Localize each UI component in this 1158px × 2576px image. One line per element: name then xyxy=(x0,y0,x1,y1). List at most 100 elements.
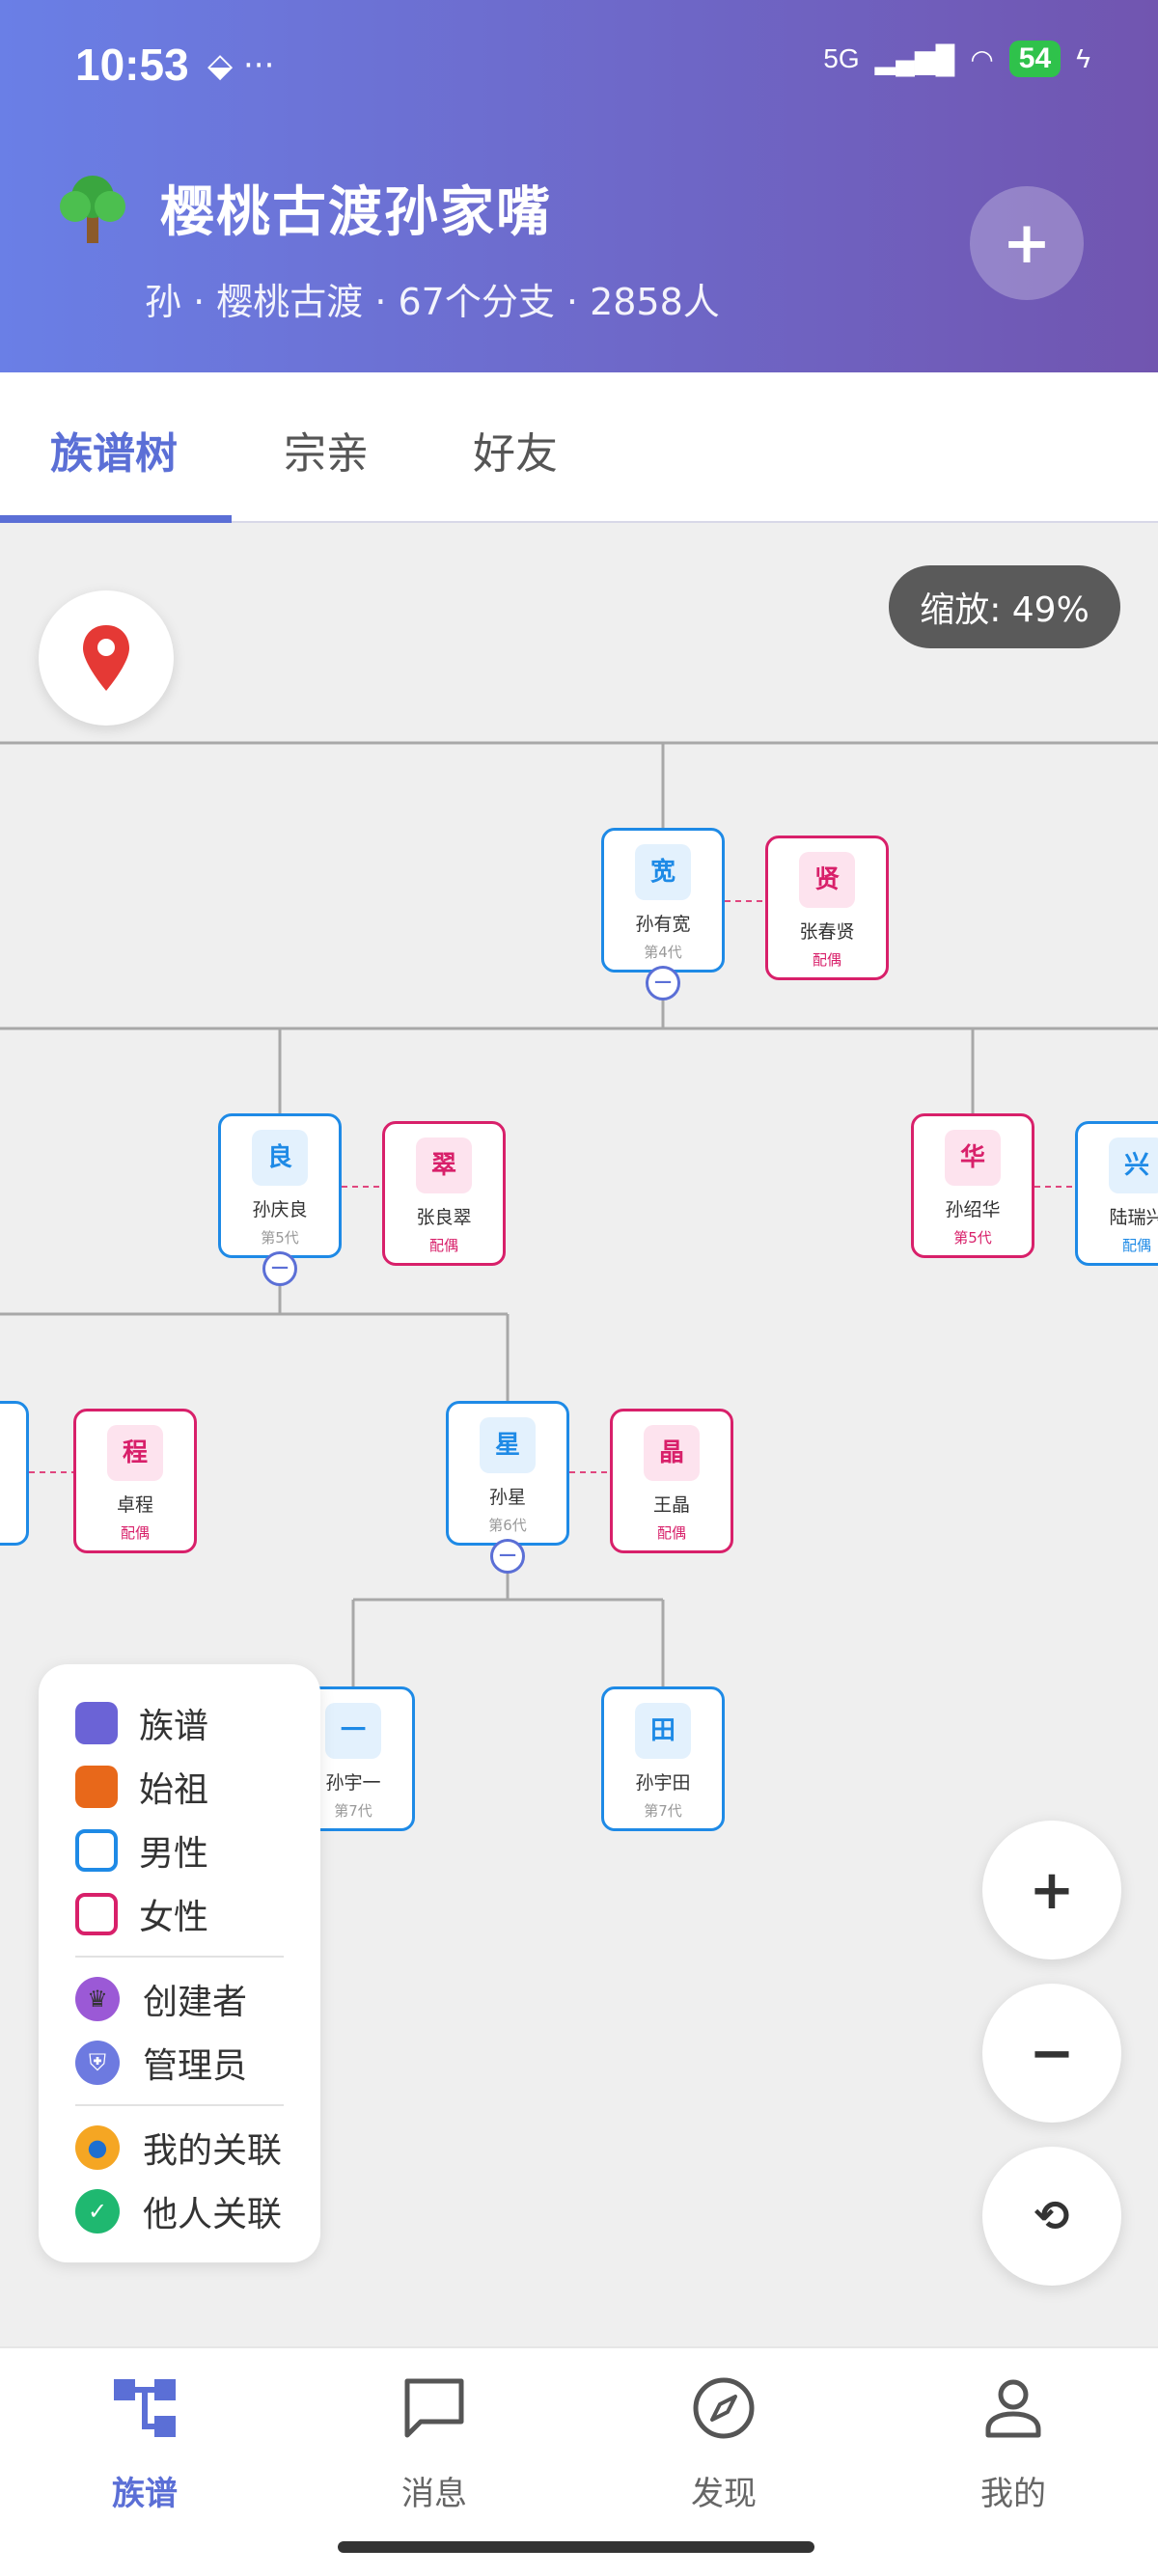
reset-view-button[interactable]: ⟲ xyxy=(982,2147,1121,2286)
collapse-button[interactable]: − xyxy=(646,966,680,1000)
family-title: 樱桃古渡孙家嘴 xyxy=(160,181,552,244)
person-icon: ● xyxy=(75,2125,120,2170)
member-generation: 第4代 xyxy=(644,944,682,961)
family-title-row: 樱桃古渡孙家嘴 xyxy=(54,169,552,247)
network-label: 5G xyxy=(823,43,860,73)
genealogy-tree-icon xyxy=(114,2379,176,2437)
member-avatar: 田 xyxy=(635,1703,691,1759)
member-avatar: 良 xyxy=(252,1130,308,1186)
legend-item-female: 女性 xyxy=(75,1882,320,1946)
female-swatch xyxy=(75,1893,118,1935)
legend-item-admin: ⛨ 管理员 xyxy=(75,2031,320,2095)
member-name: 陆瑞兴 xyxy=(1109,1207,1158,1228)
tab-friends[interactable]: 好友 xyxy=(473,429,558,479)
legend-label: 女性 xyxy=(139,1898,209,1937)
bottom-navigation: 族谱 消息 发现 我的 xyxy=(0,2346,1158,2576)
compass-icon xyxy=(693,2377,755,2439)
member-node[interactable]: 宽 孙有宽 第4代 xyxy=(601,828,725,973)
nav-label: 族谱 xyxy=(112,2475,178,2513)
nav-discover[interactable]: 发现 xyxy=(627,2373,820,2514)
charging-icon: ϟ xyxy=(1076,43,1090,73)
member-node[interactable]: 一 孙宇一 第7代 xyxy=(291,1686,415,1831)
zoom-out-button[interactable]: − xyxy=(982,1984,1121,2123)
member-relation: 配偶 xyxy=(656,1524,686,1542)
collapse-button[interactable]: − xyxy=(490,1539,525,1574)
legend-item-male: 男性 xyxy=(75,1819,320,1882)
legend-label: 族谱 xyxy=(139,1707,209,1746)
member-relation: 配偶 xyxy=(812,951,841,969)
nav-genealogy[interactable]: 族谱 xyxy=(48,2373,241,2514)
member-relation: 配偶 xyxy=(120,1524,150,1542)
member-name: 孙星 xyxy=(488,1487,526,1508)
member-name: 孙有宽 xyxy=(635,914,691,935)
message-icon xyxy=(404,2378,464,2438)
tab-family-tree[interactable]: 族谱树 xyxy=(50,429,178,479)
member-node[interactable]: 华 孙绍华 第5代 xyxy=(911,1113,1034,1258)
legend-item-ancestor: 始祖 xyxy=(75,1755,320,1819)
add-button[interactable]: + xyxy=(970,186,1084,300)
family-subtitle: 孙 · 樱桃古渡 · 67个分支 · 2858人 xyxy=(145,281,720,323)
ancestor-swatch xyxy=(75,1766,118,1808)
spouse-node[interactable]: 兴 陆瑞兴 配偶 xyxy=(1075,1121,1158,1266)
member-node-partial[interactable] xyxy=(0,1401,29,1546)
legend-divider xyxy=(75,1956,284,1958)
member-avatar: 兴 xyxy=(1109,1137,1158,1193)
collapse-button[interactable]: − xyxy=(262,1251,297,1286)
legend-divider xyxy=(75,2104,284,2106)
member-name: 孙庆良 xyxy=(252,1199,308,1220)
member-name: 卓程 xyxy=(116,1494,153,1516)
member-name: 张春贤 xyxy=(799,921,855,943)
member-generation: 第5代 xyxy=(953,1229,992,1247)
member-relation: 配偶 xyxy=(1121,1237,1151,1254)
legend-label: 男性 xyxy=(139,1834,209,1874)
legend-item-creator: ♛ 创建者 xyxy=(75,1967,320,2031)
status-notification-icons: ⬙ ··· xyxy=(207,46,275,85)
member-name: 孙宇田 xyxy=(635,1772,691,1794)
member-name: 孙绍华 xyxy=(945,1199,1001,1220)
status-bar-right: 5G ▂▄▆█ ◠ 54 ϟ xyxy=(823,41,1090,77)
nav-profile[interactable]: 我的 xyxy=(917,2373,1110,2514)
legend-label: 始祖 xyxy=(139,1770,209,1810)
battery-icon: 54 xyxy=(1008,41,1062,77)
legend-item-others-link: ✓ 他人关联 xyxy=(75,2179,320,2243)
zoom-level-badge: 缩放: 49% xyxy=(889,565,1120,648)
member-avatar: 宽 xyxy=(635,844,691,900)
crown-icon: ♛ xyxy=(75,1977,120,2021)
status-time: 10:53 xyxy=(75,40,189,90)
member-node[interactable]: 田 孙宇田 第7代 xyxy=(601,1686,725,1831)
tree-icon xyxy=(60,175,125,243)
zoom-in-button[interactable]: + xyxy=(982,1821,1121,1959)
member-name: 孙宇一 xyxy=(325,1772,381,1794)
shield-icon: ⛨ xyxy=(75,2041,120,2085)
user-icon xyxy=(985,2379,1041,2438)
male-swatch xyxy=(75,1829,118,1872)
tree-canvas[interactable]: 缩放: 49% 宽 孙有宽 第4代 − 贤 张春贤 配偶 良 孙庆良 第5代 −… xyxy=(0,523,1158,2346)
spouse-node[interactable]: 翠 张良翠 配偶 xyxy=(382,1121,506,1266)
nav-label: 我的 xyxy=(980,2475,1046,2513)
member-generation: 第7代 xyxy=(644,1802,682,1820)
legend-panel: 族谱 始祖 男性 女性 ♛ 创建者 ⛨ 管理员 ● 我的关联 ✓ xyxy=(39,1664,320,2262)
member-name: 张良翠 xyxy=(416,1207,472,1228)
legend-label: 我的关联 xyxy=(143,2131,283,2171)
wifi-icon: ◠ xyxy=(970,43,994,74)
tab-active-indicator xyxy=(0,515,232,523)
spouse-node[interactable]: 程 卓程 配偶 xyxy=(73,1409,197,1553)
member-node[interactable]: 星 孙星 第6代 xyxy=(446,1401,569,1546)
spouse-node[interactable]: 贤 张春贤 配偶 xyxy=(765,836,889,980)
spouse-node[interactable]: 晶 王晶 配偶 xyxy=(610,1409,733,1553)
nav-messages[interactable]: 消息 xyxy=(338,2373,531,2514)
home-indicator xyxy=(338,2541,814,2553)
tab-bar: 族谱树 宗亲 好友 xyxy=(0,372,1158,523)
member-relation: 配偶 xyxy=(428,1237,458,1254)
tab-clan-relatives[interactable]: 宗亲 xyxy=(284,429,369,479)
member-avatar: 星 xyxy=(480,1417,536,1473)
legend-label: 管理员 xyxy=(143,2046,248,2086)
legend-item-my-link: ● 我的关联 xyxy=(75,2116,320,2179)
locate-button[interactable] xyxy=(39,590,174,726)
member-avatar: 一 xyxy=(325,1703,381,1759)
member-avatar: 晶 xyxy=(644,1425,700,1481)
member-avatar: 贤 xyxy=(799,852,855,908)
member-node[interactable]: 良 孙庆良 第5代 xyxy=(218,1113,342,1258)
member-avatar: 华 xyxy=(945,1130,1001,1186)
member-avatar: 程 xyxy=(107,1425,163,1481)
